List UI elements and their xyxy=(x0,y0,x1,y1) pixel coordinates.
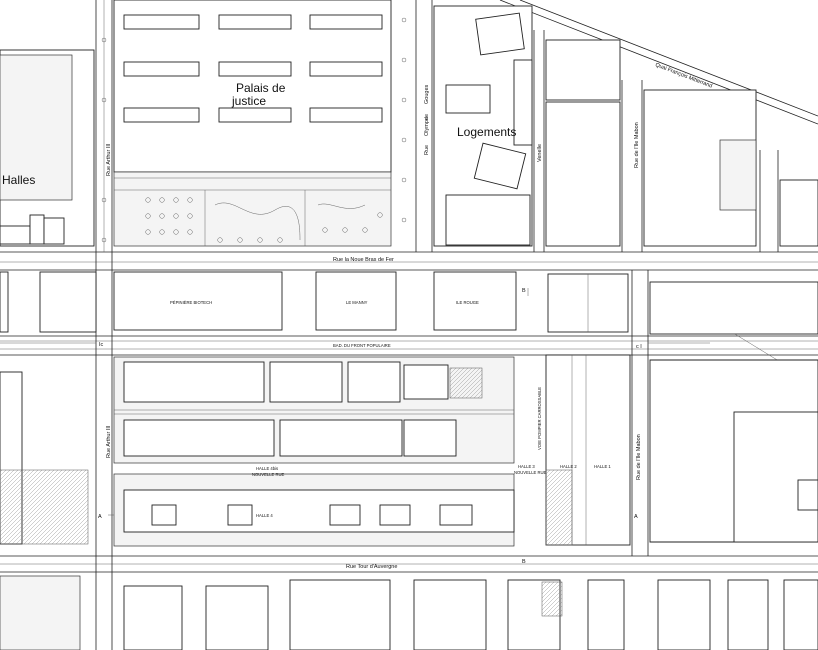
street-mabon-right: Rue de l'Ile Mabon xyxy=(636,434,642,480)
section-b-top: B xyxy=(522,288,526,294)
logements-label: Logements xyxy=(457,125,516,139)
section-b-bot: B xyxy=(522,559,526,565)
bottom-row-blocks xyxy=(0,575,818,650)
section-c-left: Ic xyxy=(99,342,104,348)
section-a-right: A xyxy=(634,514,638,520)
block-halle4bis: HALLE 4bis xyxy=(256,466,278,471)
block-halle2: HALLE 2 xyxy=(560,464,577,469)
street-mabon-top: Rue de l'Ile Mabon xyxy=(634,122,640,168)
street-olympe-4: Gouges xyxy=(424,84,430,104)
block-halle4: HALLE 4 xyxy=(256,513,273,518)
section-a-left: A xyxy=(98,514,102,520)
halle-complex xyxy=(113,354,631,547)
block-manny: LE MANNY xyxy=(346,300,368,305)
block-voie-pompier: VOIE POMPIER CARROSSABLE xyxy=(537,387,542,450)
block-halle1: HALLE 1 xyxy=(594,464,611,469)
block-halle3: HALLE 3 xyxy=(518,464,535,469)
street-mitterrand: Quai François Mitterrand xyxy=(654,62,713,89)
block-ilerouge: ILE ROUGE xyxy=(456,300,479,305)
middle-row-blocks xyxy=(0,271,818,335)
halles-block xyxy=(0,49,95,247)
palais-de-justice-block xyxy=(113,0,392,247)
street-front-populaire: BAD. DU FRONT POPULAIRE xyxy=(333,343,391,348)
street-olympe-2: Olympe xyxy=(424,117,430,136)
section-c-right: c I xyxy=(636,344,642,350)
street-venelle: Venelle xyxy=(537,144,543,162)
street-arthur-top: Rue Arthur III xyxy=(106,143,112,176)
street-tour: Rue Tour d'Auvergne xyxy=(346,564,397,570)
section-markers xyxy=(0,288,710,516)
halles-label: Halles xyxy=(2,173,35,187)
logements-block xyxy=(433,5,818,247)
street-olympe-1: Rue xyxy=(424,145,430,155)
street-noue: Rue la Noue Bras de Fer xyxy=(333,257,394,263)
palais-label-2: justice xyxy=(231,94,266,108)
block-nouvelle-rue: NOUVELLE RUE xyxy=(252,472,285,477)
block-nouvelle-rue-2: NOUVELLE RUE xyxy=(514,470,547,475)
trees-palais xyxy=(101,17,407,243)
street-olympe-3: de xyxy=(424,114,430,120)
palais-label: Palais de xyxy=(236,81,286,95)
block-pepiniere: PÉPINIÈRE BIOTECH xyxy=(170,300,212,305)
street-arthur-mid: Rue Arthur III xyxy=(106,425,112,458)
right-block xyxy=(0,359,818,545)
